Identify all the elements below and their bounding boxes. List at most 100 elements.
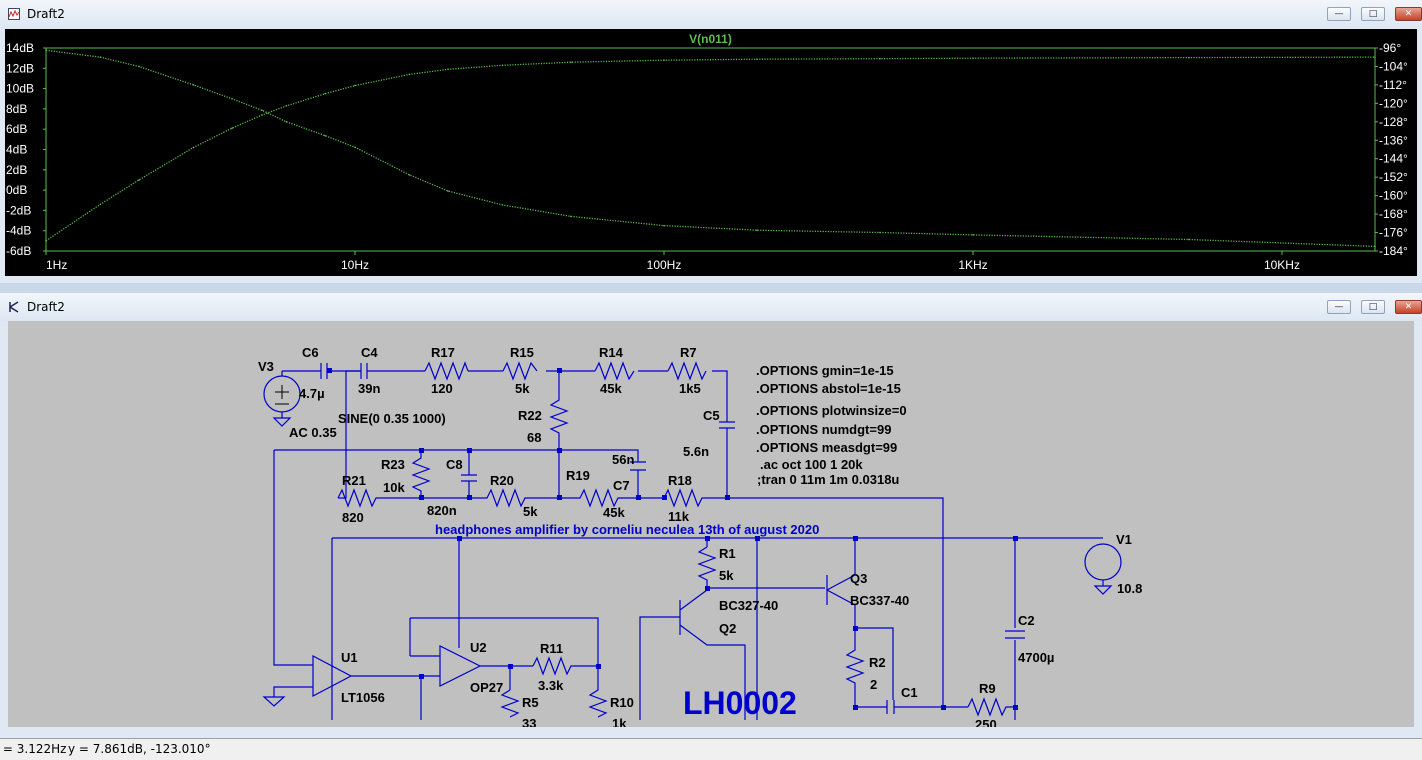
label-q2: Q2 <box>719 621 736 636</box>
y-right-tick-label: -184° <box>1379 244 1408 258</box>
y-left-tick-label: 10dB <box>6 82 34 96</box>
label-c7-value: 56n <box>612 452 634 467</box>
schematic-window-title: Draft2 <box>27 300 65 314</box>
magnitude-point <box>45 240 47 242</box>
label-u2-model: OP27 <box>470 680 503 695</box>
y-right-tick-label: -160° <box>1379 189 1408 203</box>
phase-point <box>1188 238 1190 241</box>
y-right-tick-label: -176° <box>1379 226 1408 240</box>
label-r22-value: 68 <box>527 430 541 445</box>
label-c6-value: 4.7µ <box>299 386 325 401</box>
resistor-r22 <box>549 371 569 498</box>
label-r21: R21 <box>342 473 366 488</box>
label-r15: R15 <box>510 345 534 360</box>
label-c2: C2 <box>1018 613 1035 628</box>
schematic-drawing[interactable]: V3 C6 4.7µ C4 39n R17 120 R15 5k R14 45k… <box>8 321 1414 727</box>
resistor-r1 <box>697 546 825 589</box>
label-r11-value: 3.3k <box>538 678 564 693</box>
phase-point <box>45 49 47 52</box>
phase-point <box>663 224 665 227</box>
transistor-q3 <box>826 560 894 700</box>
label-r14-value: 45k <box>600 381 622 396</box>
y-left-tick-label: -4dB <box>6 224 31 238</box>
label-r10-value: 1k <box>612 716 627 727</box>
magnitude-point <box>231 127 233 129</box>
magnitude-point <box>447 68 449 71</box>
schematic-canvas[interactable]: V3 C6 4.7µ C4 39n R17 120 R15 5k R14 45k… <box>8 321 1414 727</box>
label-r1: R1 <box>719 546 736 561</box>
magnitude-point <box>408 73 411 76</box>
phase-point <box>972 234 974 236</box>
phase-point <box>99 56 102 59</box>
magnitude-point <box>570 61 572 64</box>
cursor-x-readout: x = 3.122Hz <box>2 742 67 756</box>
x-tick-label: 1Hz <box>46 258 67 272</box>
label-c8: C8 <box>446 457 463 472</box>
phase-point <box>192 84 195 86</box>
label-v1: V1 <box>1116 532 1132 547</box>
label-r7-value: 1k5 <box>679 381 701 396</box>
label-r2-value: 2 <box>870 677 877 692</box>
phase-point <box>408 174 411 176</box>
y-right-tick-label: -144° <box>1379 152 1408 166</box>
maximize-button[interactable]: □ <box>1361 300 1385 314</box>
y-left-tick-label: 4dB <box>6 143 27 157</box>
phase-point <box>447 190 449 192</box>
transistor-q2 <box>639 589 746 720</box>
directive-ac: .ac oct 100 1 20k <box>760 457 863 472</box>
waveform-icon <box>8 8 20 20</box>
phase-point <box>285 121 288 123</box>
y-right-tick-label: -168° <box>1379 207 1408 221</box>
directive-abstol: .OPTIONS abstol=1e-15 <box>756 381 901 396</box>
label-c2-value: 4700µ <box>1018 650 1054 665</box>
schematic-title: headphones amplifier by corneliu neculea… <box>435 522 819 537</box>
series-phase-line <box>45 49 1376 248</box>
resistor-r19 <box>559 488 664 508</box>
wire <box>296 370 944 707</box>
magnitude-point <box>138 179 140 181</box>
magnitude-point <box>1188 56 1190 59</box>
label-c4-value: 39n <box>358 381 380 396</box>
cursor-y-readout: y = 7.861dB, -123.010° <box>68 742 211 756</box>
x-tick-label: 100Hz <box>647 258 682 272</box>
y-right-tick-label: -136° <box>1379 133 1408 147</box>
label-r14: R14 <box>599 345 624 360</box>
phase-point <box>1374 245 1376 248</box>
close-button[interactable]: ✕ <box>1395 7 1422 21</box>
close-button[interactable]: ✕ <box>1395 300 1422 314</box>
opamp-u2 <box>409 617 599 690</box>
phase-point <box>324 134 326 137</box>
plot-titlebar[interactable]: Draft2 — □ ✕ <box>0 0 1422 28</box>
y-left-tick-label: 14dB <box>6 41 34 55</box>
label-r7: R7 <box>680 345 697 360</box>
capacitor-c8 <box>461 450 477 498</box>
phase-point <box>261 109 263 112</box>
series-magnitude-line <box>45 56 1376 242</box>
directive-plotwinsize: .OPTIONS plotwinsize=0 <box>756 403 907 418</box>
maximize-button[interactable]: □ <box>1361 7 1385 21</box>
junction-dots <box>327 368 1018 710</box>
label-r23-value: 10k <box>383 480 405 495</box>
label-v3: V3 <box>258 359 274 374</box>
label-r20: R20 <box>490 473 514 488</box>
schematic-titlebar[interactable]: Draft2 — □ ✕ <box>0 293 1422 321</box>
wire <box>272 370 296 427</box>
y-left-tick-label: 0dB <box>6 183 27 197</box>
capacitor-c5 <box>719 421 735 436</box>
label-r17: R17 <box>431 345 455 360</box>
phase-point <box>354 146 356 148</box>
resistor-r20 <box>421 488 559 508</box>
directive-tran: ;tran 0 11m 1m 0.0318u <box>757 472 899 487</box>
capacitor-c2 <box>1005 630 1025 639</box>
phase-point <box>570 215 572 218</box>
label-c7: C7 <box>613 478 630 493</box>
magnitude-point <box>972 57 974 59</box>
phase-point <box>501 204 504 206</box>
minimize-button[interactable]: — <box>1327 7 1351 21</box>
label-c8-value: 820n <box>427 503 457 518</box>
label-r9: R9 <box>979 681 996 696</box>
minimize-button[interactable]: — <box>1327 300 1351 314</box>
frequency-response-chart[interactable]: V(n011)14dB12dB10dB8dB6dB4dB2dB0dB-2dB-4… <box>5 29 1417 276</box>
